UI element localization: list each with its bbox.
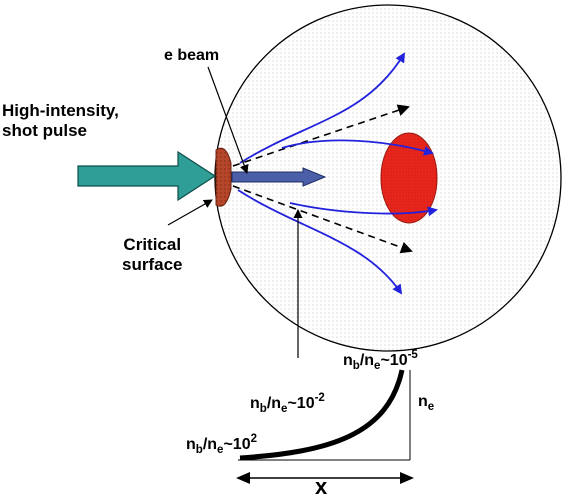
density-ratio-high: nb/ne~102 — [186, 433, 257, 456]
e-beam-label: e beam — [164, 47, 220, 64]
critical-surface-label: Critical surface — [122, 235, 182, 274]
density-profile — [236, 369, 414, 484]
density-ratio-mid: nb/ne~10-2 — [250, 392, 325, 415]
laser-pulse-label-line2: shot pulse — [2, 120, 88, 140]
electron-path-1 — [239, 52, 406, 164]
dashed-ray-down — [232, 185, 413, 254]
x-axis-label: x — [315, 474, 328, 499]
density-curve — [239, 369, 405, 461]
electron-density-label: ne — [418, 393, 435, 414]
electron-path-4 — [237, 189, 403, 295]
laser-pulse-arrow — [77, 150, 217, 202]
electron-trajectories — [237, 52, 438, 295]
critical-surface — [215, 147, 232, 207]
density-ratio-low: nb/ne~10-5 — [343, 349, 418, 372]
x-axis-arrow — [236, 472, 414, 484]
critical-surface-pointer — [167, 199, 213, 226]
dashed-ray-up — [232, 104, 410, 167]
critical-surface-label-line2: surface — [122, 254, 183, 274]
electron-path-2 — [281, 139, 434, 156]
electron-beam-arrow — [231, 167, 327, 187]
laser-pulse-label: High-intensity, shot pulse — [2, 101, 119, 140]
compressed-core — [380, 132, 438, 224]
critical-surface-label-line1: Critical — [123, 235, 182, 254]
electron-path-3 — [289, 202, 438, 217]
laser-pulse-label-line1: High-intensity, — [2, 101, 119, 120]
e-beam-pointer — [207, 66, 249, 174]
dashed-rays — [232, 104, 413, 254]
